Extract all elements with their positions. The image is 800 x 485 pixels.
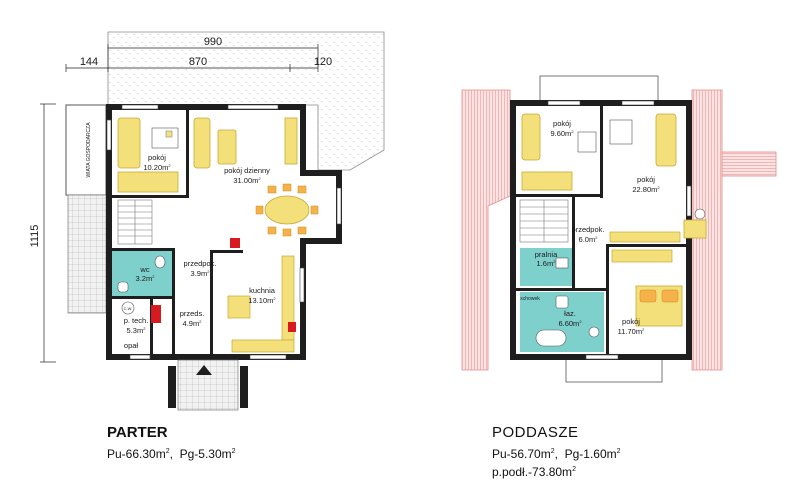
boiler-circle (121, 301, 135, 315)
boiler-label: C.W. (124, 306, 133, 311)
balcony-top (539, 75, 659, 103)
attic-caption: PODDASZE Pu-56.70m2, Pg-1.60m2 p.podł.-7… (492, 424, 621, 480)
label-pokoj-dzienny: pokój dzienny (224, 166, 270, 175)
dim-1115: 1115 (29, 225, 41, 248)
attic-area-pg-sup: 2 (616, 448, 621, 455)
shed-wiata (65, 104, 107, 196)
attic-bath-fixtures (535, 257, 600, 347)
entrance-paving (177, 359, 239, 411)
label-attic-pokoj-2280: pokój (637, 175, 655, 184)
area-pokoj-dzienny: 31.00m2 (233, 176, 261, 185)
attic-bedroom3-furniture (611, 249, 683, 327)
label-wc: wc (139, 265, 149, 274)
area-kuchnia: 13.10m2 (248, 296, 276, 305)
roof-dormer-right (721, 151, 777, 177)
entrance-arrow (196, 365, 212, 375)
ground-wc-fixtures (117, 255, 166, 293)
area-p-tech: 5.3m2 (127, 326, 147, 335)
attic-floor-area: p.podł.-73.80m2 (492, 462, 621, 480)
attic-room-labels: pokój 9.60m2 pokój 22.80m2 przedpok. 6.0… (520, 119, 660, 336)
entrance-column-right (240, 366, 248, 408)
ground-area-pg-sup: 2 (231, 448, 236, 455)
ground-kitchen-fixtures (227, 255, 296, 353)
ground-area-pu-sup: 2 (165, 448, 170, 455)
attic-areas: Pu-56.70m2, Pg-1.60m2 (492, 444, 621, 462)
area-przeds: 4.9m2 (183, 319, 203, 328)
attic-plan: pokój 9.60m2 pokój 22.80m2 przedpok. 6.0… (461, 75, 777, 383)
attic-area-ppodl-sup: 2 (572, 466, 576, 473)
chimney-red-tech (151, 305, 161, 323)
terrace-outline (107, 31, 385, 171)
label-kuchnia: kuchnia (249, 286, 276, 295)
label-przedpok: przedpok. (184, 259, 217, 268)
area-attic-przedpok: 6.0m2 (579, 235, 599, 244)
attic-title: PODDASZE (492, 424, 579, 441)
ground-area-sep: , (169, 447, 180, 461)
attic-area-ppodl: p.podł.-73.80m (492, 465, 573, 479)
entrance-column-left (168, 366, 176, 408)
attic-bedroom1-furniture (521, 113, 597, 191)
label-opal: opał (124, 341, 139, 350)
ground-dimensions: 990 144 870 120 1115 (29, 36, 332, 363)
area-attic-laz: 6.60m2 (558, 319, 582, 328)
ground-living-furniture (193, 117, 319, 237)
ground-room-labels: pokój 10.20m2 pokój dzienny 31.00m2 prze… (124, 153, 277, 350)
attic-area-pu: Pu-56.70m (492, 447, 551, 461)
attic-windows (547, 100, 692, 360)
attic-bedroom2-furniture (609, 113, 707, 243)
ground-floor-caption: PARTER Pu-66.30m2, Pg-5.30m2 (107, 424, 236, 462)
label-p-tech: p. tech. (124, 316, 149, 325)
label-attic-przedpok: przedpok. (572, 225, 605, 234)
label-pokoj-1020: pokój (148, 153, 166, 162)
ground-bedroom-furniture (117, 117, 179, 193)
area-attic-pokoj-960: 9.60m2 (550, 129, 574, 138)
chimney-red-top (230, 238, 240, 248)
attic-area-pu-sup: 2 (550, 448, 555, 455)
area-attic-pokoj-1170: 11.70m2 (618, 327, 645, 336)
ground-stairs (117, 199, 153, 245)
shed-label: WIATA GOSPODARCZA (86, 122, 92, 178)
dim-144: 144 (80, 56, 98, 68)
ground-floor-title: PARTER (107, 424, 168, 441)
area-attic-pokoj-2280: 22.80m2 (632, 185, 660, 194)
ground-area-pu: Pu-66.30m (107, 447, 166, 461)
ground-area-pg: Pg-5.30m (179, 447, 232, 461)
label-attic-pralnia: pralnia (535, 250, 558, 259)
attic-area-pg: Pg-1.60m (564, 447, 617, 461)
label-attic-pokoj-960: pokój (553, 119, 571, 128)
label-attic-laz: łaz. (564, 309, 576, 318)
balcony-bottom (565, 355, 663, 383)
ground-floor-plan: WIATA GOSPODARCZA 990 144 870 120 1115 (29, 31, 385, 411)
label-attic-pokoj-1170: pokój (622, 317, 640, 326)
label-przeds: przeds. (180, 309, 205, 318)
dim-990: 990 (204, 36, 222, 48)
dim-870: 870 (189, 56, 207, 68)
dim-120: 120 (314, 56, 332, 68)
area-wc: 3.2m2 (136, 274, 156, 283)
label-attic-schowek: schowek (520, 296, 540, 302)
ground-floor-areas: Pu-66.30m2, Pg-5.30m2 (107, 444, 236, 462)
area-attic-pralnia: 1.6m2 (537, 259, 557, 268)
attic-area-sep: , (554, 447, 565, 461)
ground-windows (106, 104, 342, 360)
roof-left (461, 89, 511, 371)
shed-paving (67, 194, 107, 314)
area-pokoj-1020: 10.20m2 (143, 163, 171, 172)
attic-stairs (519, 199, 569, 243)
area-przedpok: 3.9m2 (191, 269, 211, 278)
